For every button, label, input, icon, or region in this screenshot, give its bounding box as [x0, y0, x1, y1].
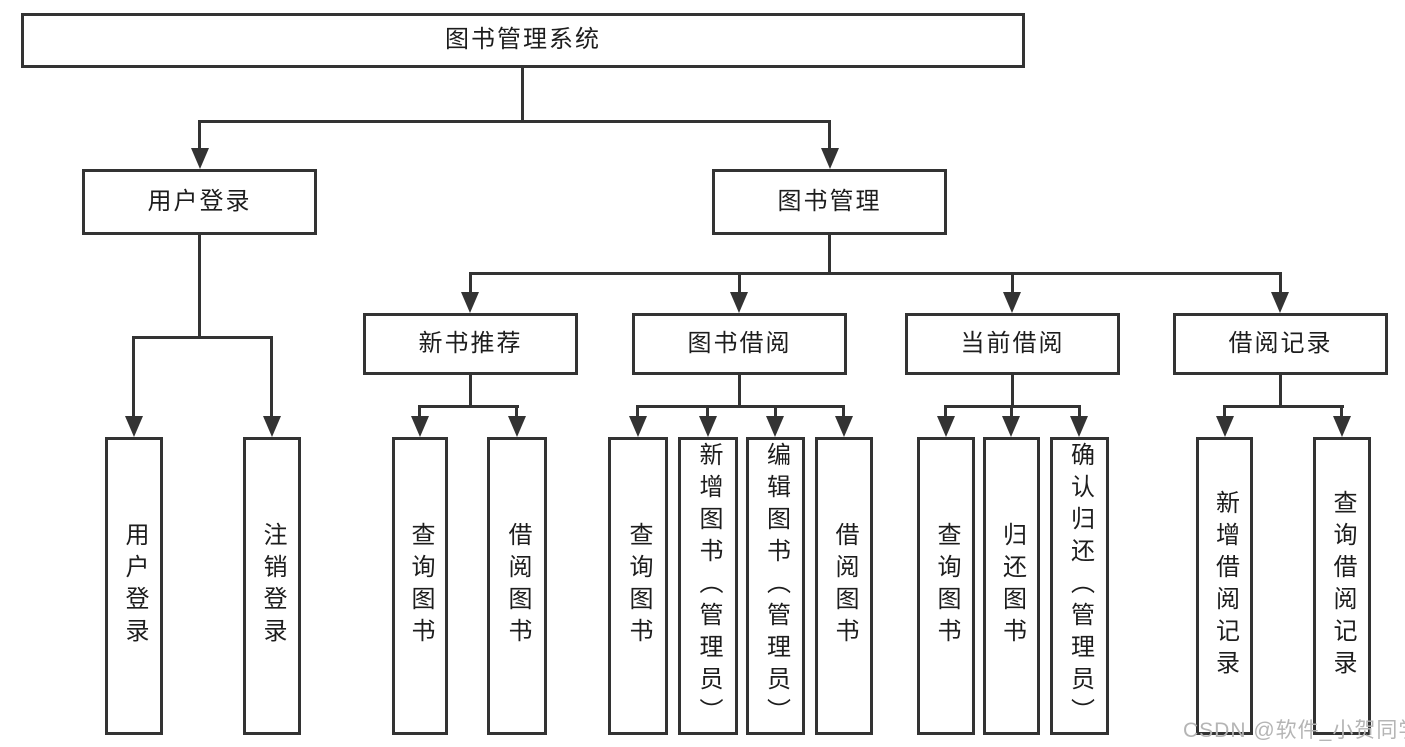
connector-line [132, 336, 273, 339]
connector-line [198, 235, 201, 336]
node-current-borrowing: 当前借阅 [905, 313, 1120, 375]
leaf-query-borrow-record: 查询借阅记录 [1313, 437, 1371, 735]
connector-line [469, 272, 472, 293]
arrowhead-down [508, 416, 526, 437]
leaf-add-books-admin: 新增图书（管理员） [678, 437, 738, 735]
arrowhead-down [263, 416, 281, 437]
connector-line [418, 405, 421, 418]
leaf-user-login-label: 用户登录 [121, 522, 148, 650]
leaf-query-borrow-record-label: 查询借阅记录 [1329, 490, 1356, 682]
leaf-borrow-books-label: 借阅图书 [831, 522, 858, 650]
connector-line [738, 375, 741, 405]
connector-line [270, 336, 273, 417]
leaf-add-books-admin-label: 新增图书（管理员） [695, 442, 722, 730]
leaf-query-books-borrowing: 查询图书 [608, 437, 668, 735]
connector-line [636, 405, 639, 418]
leaf-query-books-recommend: 查询图书 [392, 437, 448, 735]
connector-line [842, 405, 845, 418]
leaf-add-borrow-record-label: 新增借阅记录 [1211, 490, 1239, 682]
connector-line [1340, 405, 1343, 418]
node-book-management-label: 图书管理 [777, 187, 882, 215]
arrowhead-down [937, 416, 955, 437]
node-current-borrowing-label: 当前借阅 [960, 329, 1065, 357]
node-user-login-label: 用户登录 [147, 187, 252, 215]
leaf-edit-books-admin-label: 编辑图书（管理员） [762, 442, 790, 730]
node-book-management: 图书管理 [712, 169, 947, 235]
connector-line [132, 336, 135, 417]
connector-line [738, 272, 741, 293]
leaf-borrow-books-recommend-label: 借阅图书 [504, 522, 531, 650]
arrowhead-down [1002, 416, 1020, 437]
node-borrowing-records: 借阅记录 [1173, 313, 1388, 375]
connector-line [1011, 272, 1014, 293]
leaf-edit-books-admin: 编辑图书（管理员） [746, 437, 805, 735]
connector-line [469, 375, 472, 405]
arrowhead-down [191, 148, 209, 169]
arrowhead-down [1271, 292, 1289, 313]
leaf-query-books-current-label: 查询图书 [933, 522, 960, 650]
connector-line [1078, 405, 1081, 418]
connector-line [636, 405, 845, 408]
leaf-borrow-books-recommend: 借阅图书 [487, 437, 547, 735]
arrowhead-down [766, 416, 784, 437]
arrowhead-down [629, 416, 647, 437]
leaf-query-books-current: 查询图书 [917, 437, 975, 735]
connector-line [1011, 375, 1014, 405]
arrowhead-down [835, 416, 853, 437]
arrowhead-down [1216, 416, 1234, 437]
connector-line [828, 120, 831, 150]
leaf-confirm-return-admin-label: 确认归还（管理员） [1066, 442, 1094, 730]
connector-line [1010, 405, 1013, 418]
connector-line [828, 235, 831, 272]
leaf-add-borrow-record: 新增借阅记录 [1196, 437, 1253, 735]
connector-line [198, 120, 201, 150]
connector-line [1223, 405, 1344, 408]
leaf-query-books-recommend-label: 查询图书 [407, 522, 434, 650]
leaf-return-books: 归还图书 [983, 437, 1040, 735]
arrowhead-down [1333, 416, 1351, 437]
arrowhead-down [1070, 416, 1088, 437]
arrowhead-down [461, 292, 479, 313]
node-library-system-label: 图书管理系统 [445, 26, 601, 54]
connector-line [469, 272, 1282, 275]
leaf-borrow-books: 借阅图书 [815, 437, 873, 735]
arrowhead-down [125, 416, 143, 437]
watermark: CSDN @软件_小贺同学 [1183, 719, 1405, 742]
connector-line [774, 405, 777, 418]
arrowhead-down [730, 292, 748, 313]
leaf-logout: 注销登录 [243, 437, 301, 735]
connector-line [1279, 375, 1282, 405]
connector-line [944, 405, 947, 418]
node-book-borrowing: 图书借阅 [632, 313, 847, 375]
connector-line [198, 120, 831, 123]
connector-line [418, 405, 519, 408]
node-user-login: 用户登录 [82, 169, 317, 235]
connector-line [515, 405, 518, 418]
node-book-borrowing-label: 图书借阅 [687, 329, 792, 357]
node-borrowing-records-label: 借阅记录 [1228, 329, 1333, 357]
connector-line [521, 68, 524, 120]
node-library-system: 图书管理系统 [21, 13, 1025, 68]
leaf-logout-label: 注销登录 [259, 522, 286, 650]
connector-line [1279, 272, 1282, 293]
leaf-return-books-label: 归还图书 [998, 522, 1026, 650]
arrowhead-down [821, 148, 839, 169]
leaf-confirm-return-admin: 确认归还（管理员） [1050, 437, 1109, 735]
connector-line [706, 405, 709, 418]
arrowhead-down [1003, 292, 1021, 313]
arrowhead-down [411, 416, 429, 437]
arrowhead-down [699, 416, 717, 437]
node-new-book-recommend-label: 新书推荐 [418, 329, 523, 357]
node-new-book-recommend: 新书推荐 [363, 313, 578, 375]
connector-line [1223, 405, 1226, 418]
leaf-query-books-borrowing-label: 查询图书 [625, 522, 652, 650]
leaf-user-login: 用户登录 [105, 437, 163, 735]
